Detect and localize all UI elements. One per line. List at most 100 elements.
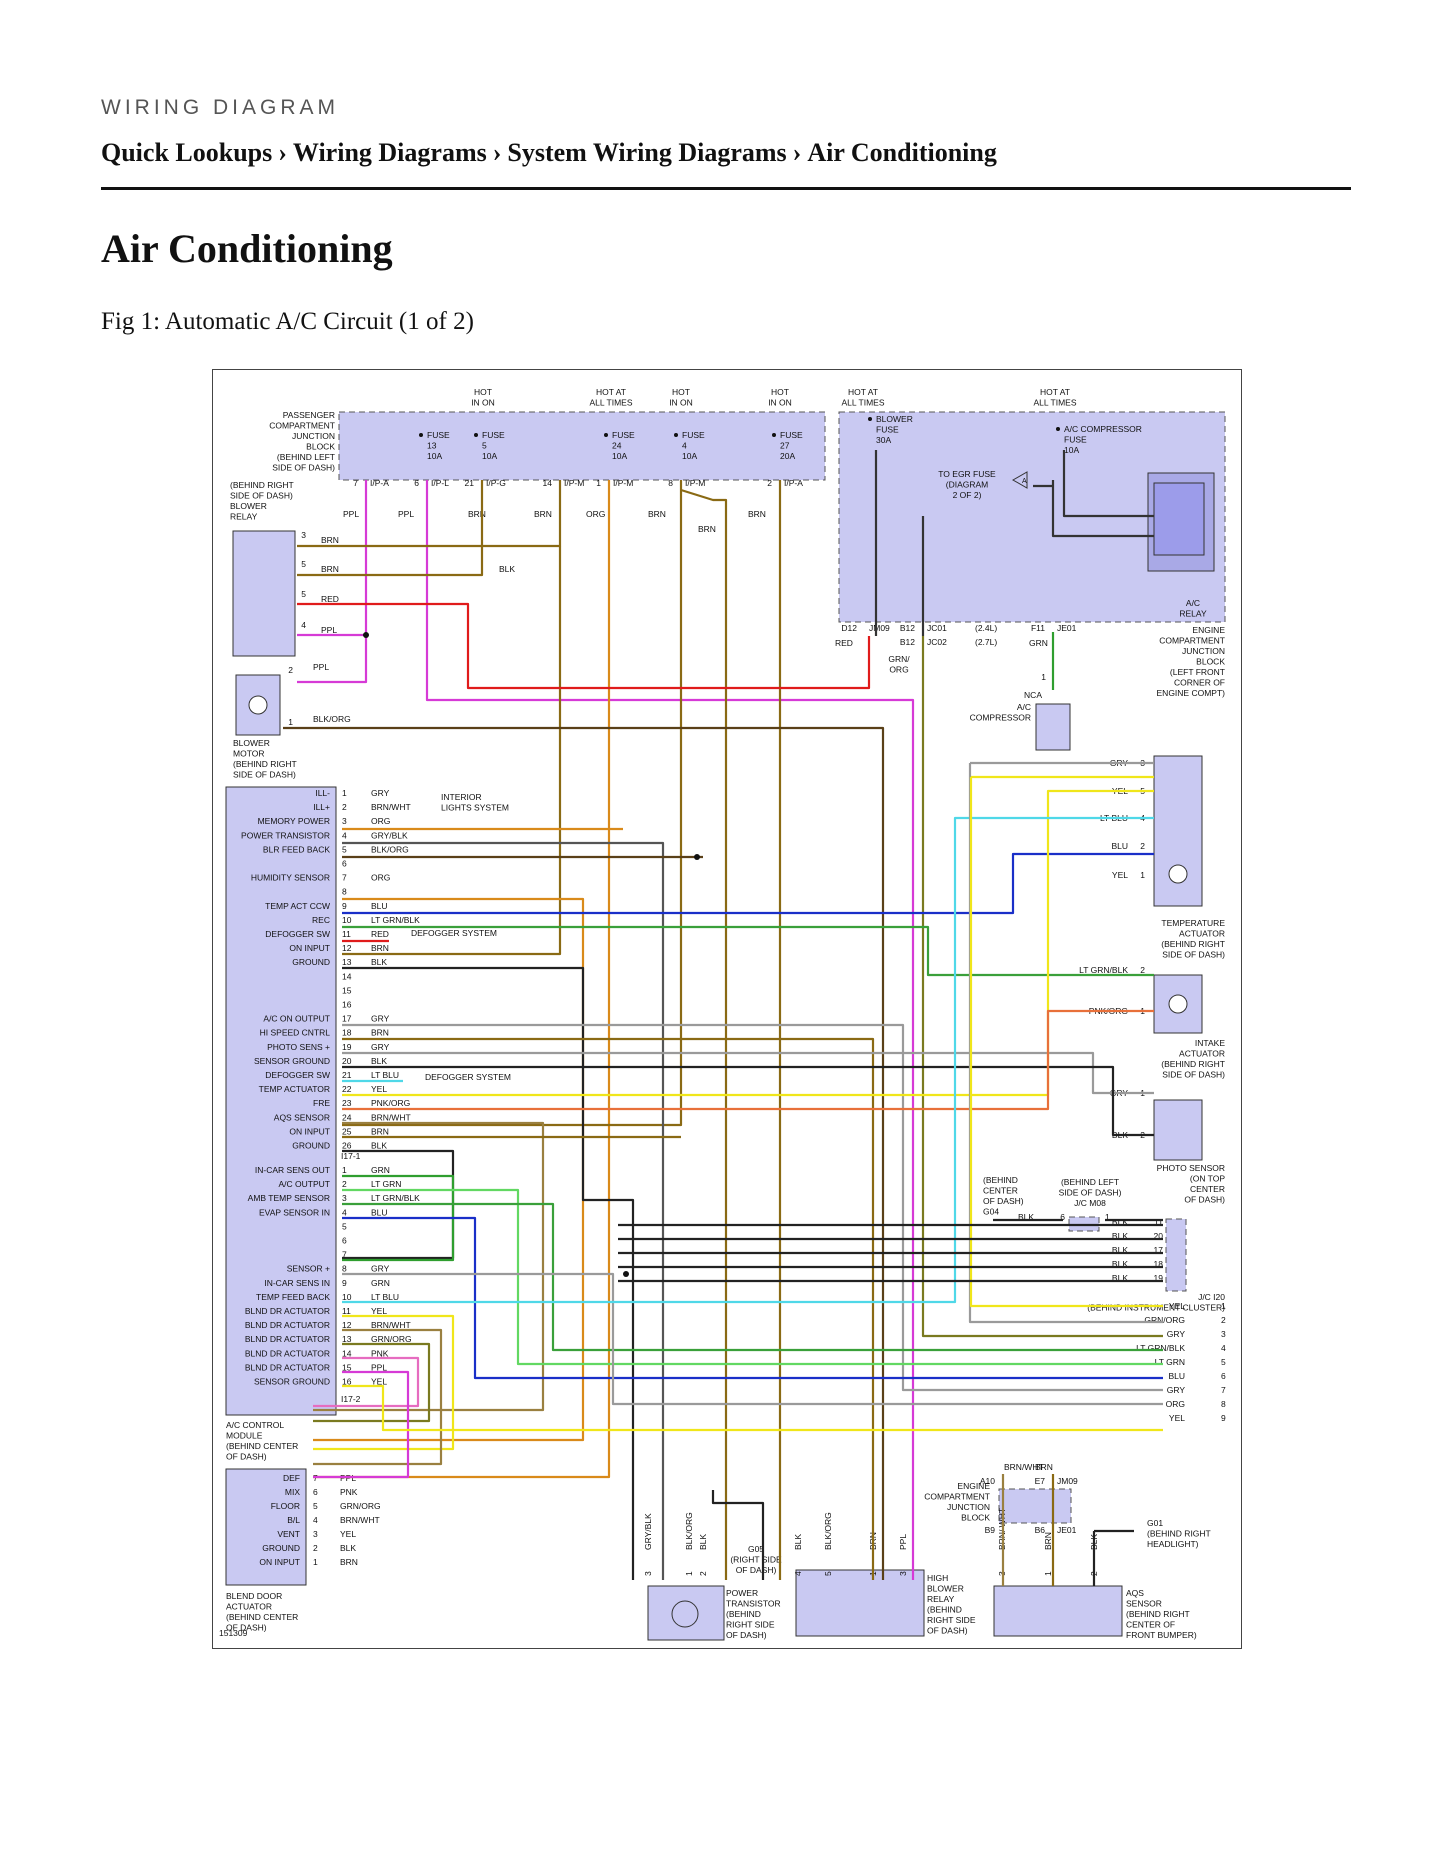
fuse-label: FUSE — [780, 430, 803, 440]
connector-pin: 5 — [301, 559, 306, 569]
wire-color-label: BRN/WHT — [340, 1515, 380, 1525]
component-label: DEFOGGER SYSTEM — [425, 1072, 511, 1082]
component-label: PASSENGER — [283, 410, 335, 420]
connector-pin: 1 — [288, 717, 293, 727]
blend-pin-label: GROUND — [262, 1543, 300, 1553]
wire-color-label: BRN — [468, 509, 486, 519]
wire-color-label: BRN — [748, 509, 766, 519]
module-pin-label: A/C OUTPUT — [279, 1179, 330, 1189]
wire-color-label: GRN/ORG — [340, 1501, 381, 1511]
fuse-label: 4 — [682, 441, 687, 451]
fuse-label: 20A — [780, 451, 795, 461]
connector-pin: 1 — [1105, 1212, 1110, 1222]
component-label: HIGH — [927, 1573, 948, 1583]
wire-color-label: BRN — [698, 524, 716, 534]
connector-pin: 5 — [342, 1221, 347, 1231]
component-label: OF DASH) — [1184, 1195, 1225, 1205]
component-label: SIDE OF DASH) — [1162, 1070, 1225, 1080]
breadcrumb-quick-lookups[interactable]: Quick Lookups — [101, 138, 273, 167]
splice-dot — [623, 1271, 629, 1277]
connector-pin: 18 — [1154, 1259, 1164, 1269]
power-source-label: IN ON — [471, 398, 495, 408]
module-pin-label: SENSOR GROUND — [254, 1377, 330, 1387]
component-label: (BEHIND LEFT — [277, 452, 335, 462]
connector-pin: 14 — [342, 971, 352, 981]
component-label: PHOTO SENSOR — [1157, 1163, 1225, 1173]
breadcrumb-wiring-diagrams[interactable]: Wiring Diagrams — [292, 138, 487, 167]
module-pin-label: POWER TRANSISTOR — [241, 830, 330, 840]
document-kicker: WIRING DIAGRAM — [101, 96, 339, 119]
wire-lt-grn — [342, 1188, 1163, 1366]
breadcrumb-separator: › — [278, 138, 287, 167]
wire-color-label: GRN — [1029, 638, 1048, 648]
connector-pin: 8 — [342, 1264, 347, 1274]
component-label: (BEHIND — [726, 1609, 761, 1619]
connector-name: I/P-G — [486, 478, 506, 488]
connector-pin: 10 — [342, 1292, 352, 1302]
wire-color-label: BRN — [371, 943, 389, 953]
power-source-label: HOT — [771, 387, 789, 397]
connector-pin: 1 — [684, 1571, 694, 1576]
wire-color-label: BRN — [340, 1557, 358, 1567]
wire-blk-org — [283, 726, 885, 1580]
connector-pin: 6 — [1221, 1371, 1226, 1381]
header-divider — [101, 187, 1351, 190]
connector-pin: 7 — [342, 873, 347, 883]
fuse-icon — [474, 433, 478, 437]
connector-pin: B9 — [985, 1525, 996, 1535]
component-label: (BEHIND CENTER — [226, 1441, 298, 1451]
wire-org — [313, 480, 611, 1479]
power-source-label: IN ON — [768, 398, 792, 408]
connector-pin: 2 — [342, 1179, 347, 1189]
component-label: MODULE — [226, 1431, 263, 1441]
wire-ppl — [313, 1370, 410, 1479]
component-label: COMPARTMENT — [269, 421, 335, 431]
wire-color-label: LT GRN/BLK — [1136, 1343, 1185, 1353]
component-label: ENGINE — [957, 1481, 990, 1491]
wire-color-label: BRN/WHT — [371, 1320, 411, 1330]
component-label: J/C M08 — [1074, 1198, 1106, 1208]
component-label: TO EGR FUSE — [938, 469, 996, 479]
component-label: (BEHIND INSTRUMENT CLUSTER) — [1087, 1303, 1225, 1313]
wire-color-label: YEL — [1169, 1413, 1185, 1423]
breadcrumb-system-wiring-diagrams[interactable]: System Wiring Diagrams — [507, 138, 787, 167]
ac-relay-coil — [1153, 482, 1205, 556]
wire-color-label: BLK/ORG — [313, 714, 351, 724]
connector-pin: 3 — [342, 816, 347, 826]
wire-color-label: GRY/BLK — [371, 830, 408, 840]
component-label: (ON TOP — [1190, 1174, 1225, 1184]
wire-color-label: GRY — [1167, 1329, 1186, 1339]
wire-lt-grn-blk — [342, 925, 1154, 977]
component-label: (LEFT FRONT — [1170, 667, 1225, 677]
wire-color-label: LT GRN — [371, 1179, 401, 1189]
breadcrumb-separator: › — [492, 138, 502, 167]
connector-pin: 25 — [342, 1126, 352, 1136]
blend-pin-label: MIX — [285, 1487, 300, 1497]
figure-caption: Fig 1: Automatic A/C Circuit (1 of 2) — [101, 308, 474, 335]
blend-pin-label: VENT — [277, 1529, 300, 1539]
fuse-icon — [674, 433, 678, 437]
wire-blk — [342, 1065, 1154, 1137]
component-label: G04 — [983, 1207, 999, 1217]
connector-pin: 4 — [793, 1571, 803, 1576]
fuse-label: FUSE — [427, 430, 450, 440]
component-label: COMPRESSOR — [970, 713, 1031, 723]
connector-pin: 21 — [342, 1070, 352, 1080]
wire-color-label: BLK — [371, 957, 387, 967]
wire-color-label: ORG — [586, 509, 605, 519]
module-pin-label: ILL+ — [313, 802, 330, 812]
fuse-label: FUSE — [876, 425, 899, 435]
wire-color-label: RED — [371, 929, 389, 939]
connector-pin: 3 — [1221, 1329, 1226, 1339]
wire-pnk-org — [342, 1009, 1154, 1111]
connector-pin: 4 — [301, 620, 306, 630]
connector-pin: 2 — [1221, 1315, 1226, 1325]
connector-pin: 4 — [342, 830, 347, 840]
fuse-icon — [868, 417, 872, 421]
component-label: OF DASH) — [726, 1630, 767, 1640]
wire-color-label: BRN — [534, 509, 552, 519]
breadcrumb-air-conditioning[interactable]: Air Conditioning — [807, 138, 997, 167]
connector-pin: 1 — [596, 478, 601, 488]
wire-brn — [297, 480, 484, 577]
module-pin-label: BLND DR ACTUATOR — [245, 1362, 330, 1372]
